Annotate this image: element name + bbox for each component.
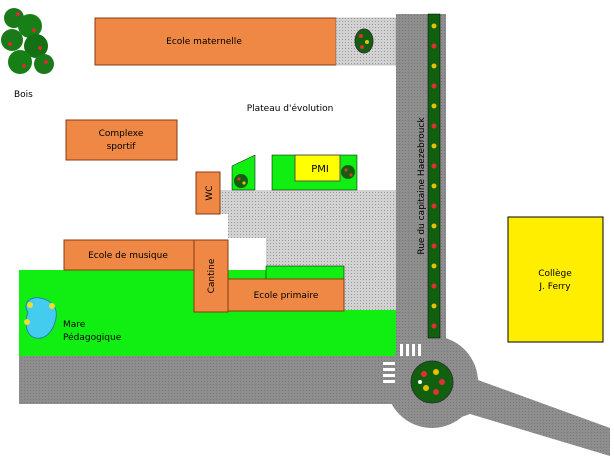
plateau-label: Plateau d'évolution [247, 103, 334, 114]
ecole-maternelle-label: Ecole maternelle [166, 37, 242, 47]
mare-label-line2: Pédagogique [63, 332, 122, 343]
wc-building[interactable] [195, 171, 221, 215]
pmi-label: PMI [311, 164, 329, 175]
shrub-icon [234, 174, 248, 188]
ecole-primaire-building[interactable] [227, 278, 345, 312]
shrub-icon [341, 165, 355, 179]
hedge-planting [427, 13, 441, 339]
complexe-label-line1: Complexe [99, 129, 144, 139]
ecole-maternelle-building[interactable] [94, 17, 337, 66]
complexe-label-line2: sportif [107, 142, 137, 152]
wc-label: WC [205, 185, 215, 200]
college-label-line1: Collège [538, 268, 572, 279]
street-name-label: Rue du capitaine Haezebrouck [417, 117, 427, 255]
pedestrian-crossing [400, 344, 421, 356]
road-south [19, 356, 415, 404]
cantine-label: Cantine [207, 258, 217, 293]
ecole-musique-label: Ecole de musique [88, 251, 168, 261]
pedestrian-crossing [383, 362, 395, 383]
ecole-musique-building[interactable] [63, 239, 195, 271]
ecole-primaire-label: Ecole primaire [254, 291, 319, 301]
college-building[interactable] [507, 216, 604, 343]
college-label-line2: J. Ferry [538, 282, 571, 292]
pond-icon [24, 297, 57, 339]
central-courtyard [196, 155, 396, 310]
roundabout-flowers-icon [410, 360, 454, 404]
flower-bed-icon [354, 28, 374, 54]
mare-label-line1: Mare [63, 320, 86, 330]
pmi-building[interactable] [294, 154, 341, 182]
primaire-lawn-strip [265, 265, 345, 280]
bois-trees-icon [1, 8, 54, 74]
complexe-sportif-building[interactable] [65, 119, 178, 161]
bois-label: Bois [14, 90, 33, 100]
cantine-building[interactable] [193, 239, 229, 313]
